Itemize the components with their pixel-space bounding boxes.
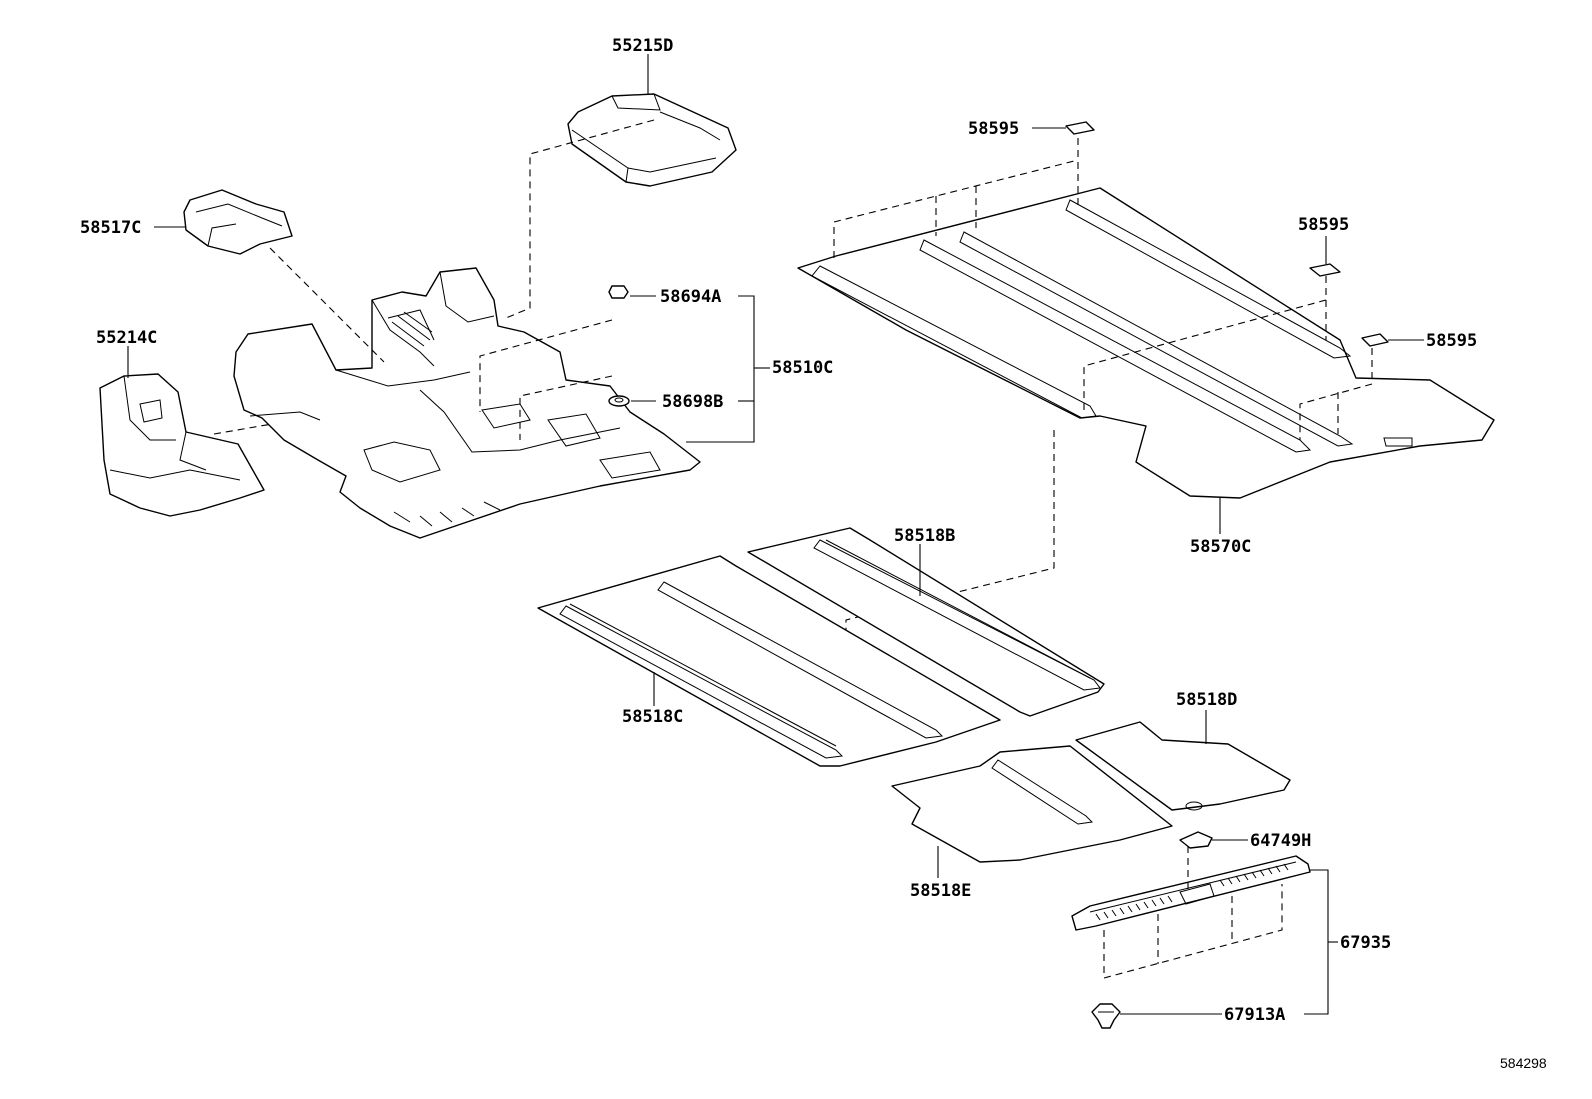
assembly-line-58517c <box>269 247 385 363</box>
label-58518e: 58518E <box>910 881 971 901</box>
diagram-reference-number: 584298 <box>1500 1055 1547 1071</box>
assembly-line-67935 <box>1103 846 1283 979</box>
label-64749h: 64749H <box>1250 831 1311 851</box>
label-58510c: 58510C <box>772 358 833 378</box>
assembly-line-55215d <box>505 119 655 319</box>
part-55214c-side-panel <box>99 373 265 517</box>
part-58518b-floor-piece <box>747 527 1105 717</box>
assembly-line-rear-top <box>833 159 1079 258</box>
assembly-line-58595-mid <box>1083 276 1327 410</box>
label-58595-right: 58595 <box>1426 331 1477 351</box>
assembly-line-58595-right <box>1299 348 1373 440</box>
label-58517c: 58517C <box>80 218 141 238</box>
assembly-line-58694a <box>479 319 613 412</box>
label-55214c: 55214C <box>96 328 157 348</box>
label-67913a: 67913A <box>1224 1005 1285 1025</box>
part-58518e-floor-piece <box>891 745 1173 863</box>
label-58698b: 58698B <box>662 392 723 412</box>
part-58570c-rear-carpet <box>797 187 1495 499</box>
assembly-line-58698b <box>519 375 613 440</box>
part-58517c-duct <box>183 189 293 255</box>
part-58698b-grommet <box>608 395 630 407</box>
part-58518c-floor-piece <box>537 555 1001 767</box>
label-67935: 67935 <box>1340 933 1391 953</box>
part-58518d-floor-piece <box>1075 721 1291 811</box>
label-58518b: 58518B <box>894 526 955 546</box>
label-58595-mid: 58595 <box>1298 215 1349 235</box>
part-55215d-console-box <box>567 93 737 187</box>
part-64749h-pad <box>1179 831 1213 849</box>
bracket-58510c <box>686 295 755 443</box>
bracket-67935 <box>1304 869 1329 1015</box>
part-67913a-clip <box>1091 1003 1121 1029</box>
part-58595-clip-right <box>1361 333 1389 347</box>
part-67935-scuff-plate <box>1071 855 1311 931</box>
part-58595-clip-mid <box>1309 263 1341 277</box>
label-58694a: 58694A <box>660 287 721 307</box>
label-58518c: 58518C <box>622 707 683 727</box>
part-58694a-clip <box>608 285 629 299</box>
part-58510c-front-carpet <box>233 267 701 539</box>
label-58570c: 58570C <box>1190 537 1251 557</box>
label-58518d: 58518D <box>1176 690 1237 710</box>
label-58595-top: 58595 <box>968 119 1019 139</box>
part-58595-clip-top <box>1065 121 1095 135</box>
assembly-line-55214c <box>213 423 273 435</box>
label-55215d: 55215D <box>612 36 673 56</box>
